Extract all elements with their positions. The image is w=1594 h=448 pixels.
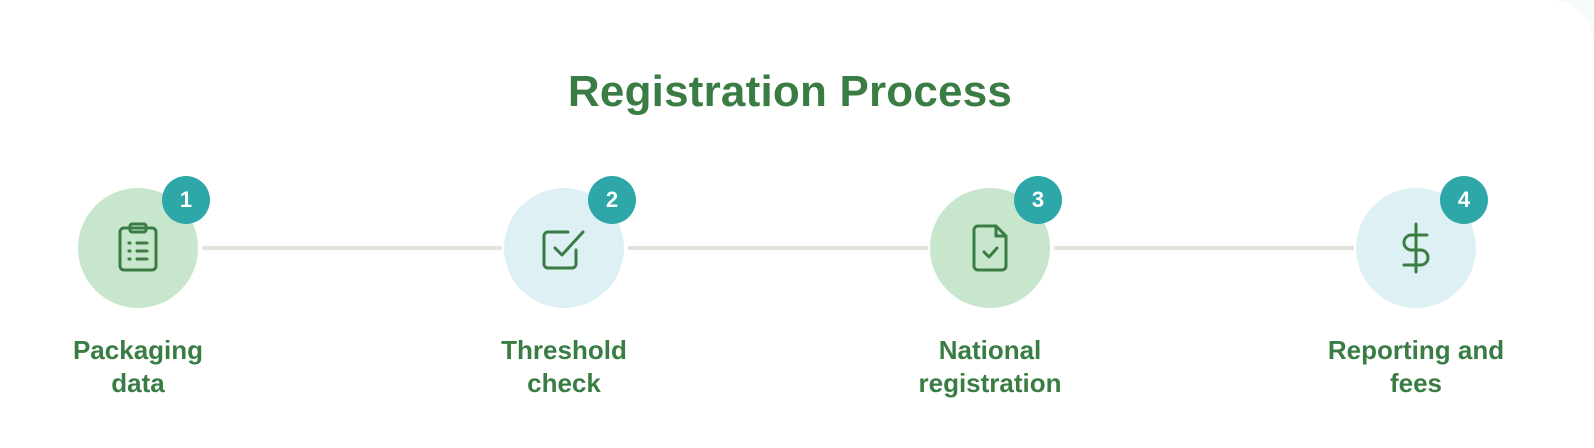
step-reporting-and-fees: 4 Reporting and fees — [1286, 0, 1546, 448]
step-number-badge: 1 — [162, 176, 210, 224]
step-number-badge: 2 — [588, 176, 636, 224]
step-label-line: Packaging — [72, 335, 204, 365]
step-label-line: National — [938, 335, 1042, 365]
connector-line — [202, 246, 502, 250]
step-number-badge: 3 — [1014, 176, 1062, 224]
clipboard-list-icon — [118, 222, 158, 272]
connector-line — [1054, 246, 1354, 250]
checkbox-icon — [542, 230, 585, 270]
step-label: Packaging data — [8, 334, 268, 400]
page-title: Registration Process — [567, 67, 1013, 116]
step-threshold-check: 2 Threshold check — [434, 0, 694, 448]
connector-line — [628, 246, 928, 250]
dollar-icon — [1402, 222, 1430, 274]
step-label-line: fees — [1389, 368, 1443, 398]
step-label-line: data — [111, 368, 165, 398]
step-label-line: Reporting and — [1327, 335, 1505, 365]
step-label-line: check — [527, 368, 601, 398]
step-national-registration: 3 National registration — [860, 0, 1120, 448]
step-packaging-data: 1 Packaging data — [8, 0, 268, 448]
step-label: Threshold check — [434, 334, 694, 400]
step-label-line: registration — [918, 368, 1062, 398]
step-label: Reporting and fees — [1286, 334, 1546, 400]
document-check-icon — [972, 224, 1008, 272]
step-label-line: Threshold — [501, 335, 627, 365]
step-label: National registration — [860, 334, 1120, 400]
step-number-badge: 4 — [1440, 176, 1488, 224]
